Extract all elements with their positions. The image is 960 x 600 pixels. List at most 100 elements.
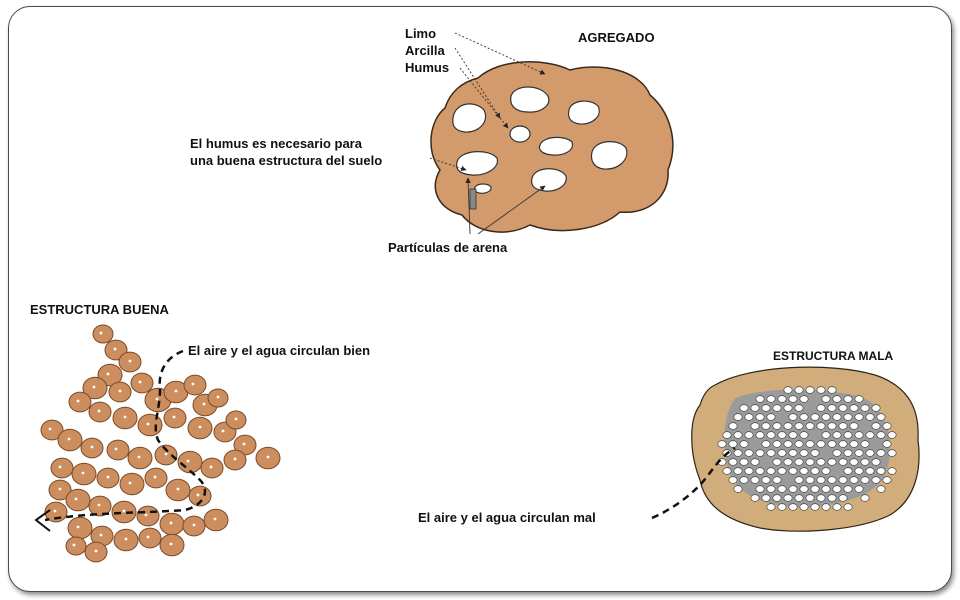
bad-soil-particle: [744, 413, 754, 421]
granule-speck: [198, 425, 202, 429]
granule-speck: [74, 497, 78, 501]
bad-soil-particle: [783, 404, 793, 412]
bad-soil-particle: [772, 476, 782, 484]
bad-soil-particle: [832, 503, 842, 511]
bad-soil-particle: [777, 449, 787, 457]
good-soil-granule: [40, 419, 64, 441]
granule-speck: [114, 447, 118, 451]
bad-soil-particle: [788, 395, 798, 403]
bad-soil-particle: [722, 431, 732, 439]
bad-soil-particle: [854, 485, 864, 493]
bad-soil-particle: [860, 404, 870, 412]
good-soil-granule: [177, 450, 203, 474]
aggregate-sand-particles: [452, 86, 628, 194]
bad-soil-particle: [854, 431, 864, 439]
bad-soil-particle: [755, 413, 765, 421]
granule-speck: [99, 331, 103, 335]
bad-soil-particle: [733, 467, 743, 475]
bad-soil-particle: [876, 413, 886, 421]
humus-marker: [469, 188, 477, 210]
good-soil-granule: [44, 501, 68, 523]
bad-soil-particle: [838, 476, 848, 484]
granule-speck: [153, 475, 157, 479]
bad-soil-particle: [755, 395, 765, 403]
bad-soil-particle: [744, 449, 754, 457]
bad-structure-particles: [717, 386, 897, 511]
bad-soil-particle: [799, 395, 809, 403]
bad-soil-particle: [766, 431, 776, 439]
bad-soil-particle: [838, 494, 848, 502]
granule-speck: [174, 389, 178, 393]
bad-soil-particle: [827, 476, 837, 484]
limo-label: Limo: [405, 26, 436, 41]
agregado-label: AGREGADO: [578, 30, 655, 45]
bad-soil-particle: [766, 413, 776, 421]
bad-soil-particle: [755, 431, 765, 439]
granule-speck: [234, 417, 238, 421]
bad-soil-particle: [860, 476, 870, 484]
bad-soil-particle: [805, 476, 815, 484]
bad-soil-particle: [849, 476, 859, 484]
bad-soil-particle: [761, 404, 771, 412]
bad-soil-particle: [876, 485, 886, 493]
bad-soil-particle: [755, 485, 765, 493]
bad-soil-particle: [733, 449, 743, 457]
bad-structure-group: [691, 366, 920, 532]
bad-soil-particle: [766, 395, 776, 403]
granule-speck: [196, 493, 200, 497]
bad-soil-particle: [849, 458, 859, 466]
bad-soil-particle: [843, 431, 853, 439]
good-soil-granule: [138, 527, 162, 549]
bad-soil-particle: [854, 449, 864, 457]
bad-soil-particle: [816, 404, 826, 412]
bad-soil-particle: [772, 422, 782, 430]
bad-soil-particle: [750, 476, 760, 484]
good-soil-granule: [57, 428, 83, 452]
good-soil-granule: [68, 391, 92, 413]
bad-soil-particle: [739, 440, 749, 448]
estructura-buena-label: ESTRUCTURA BUENA: [30, 302, 170, 317]
bad-soil-particle: [816, 494, 826, 502]
granule-speck: [90, 445, 94, 449]
bad-soil-particle: [832, 485, 842, 493]
good-soil-granule: [92, 324, 114, 344]
good-soil-granule: [183, 374, 207, 396]
bad-soil-particle: [783, 386, 793, 394]
bad-soil-particle: [816, 440, 826, 448]
bad-soil-particle: [821, 485, 831, 493]
granule-speck: [146, 422, 150, 426]
bad-soil-particle: [816, 458, 826, 466]
good-soil-granule: [203, 508, 229, 532]
granule-speck: [128, 481, 132, 485]
granule-speck: [137, 455, 141, 459]
bad-soil-particle: [733, 431, 743, 439]
bad-soil-particle: [882, 476, 892, 484]
bad-soil-particle: [827, 440, 837, 448]
bad-soil-particle: [728, 458, 738, 466]
bad-soil-particle: [838, 422, 848, 430]
bad-soil-particle: [838, 458, 848, 466]
bad-soil-particle: [739, 404, 749, 412]
granule-speck: [97, 409, 101, 413]
bad-soil-particle: [788, 503, 798, 511]
sand-pointers: [465, 177, 546, 235]
aire-bien-label: El aire y el agua circulan bien: [188, 343, 370, 358]
bad-soil-particle: [810, 485, 820, 493]
granule-speck: [128, 359, 132, 363]
bad-soil-particle: [799, 449, 809, 457]
bad-soil-particle: [821, 395, 831, 403]
aggregate-pointers: [429, 32, 546, 172]
bad-soil-particle: [766, 449, 776, 457]
bad-soil-particle: [871, 458, 881, 466]
granule-speck: [76, 525, 80, 529]
granule-speck: [53, 509, 57, 513]
bad-soil-particle: [821, 413, 831, 421]
granule-speck: [155, 397, 159, 401]
bad-soil-particle: [838, 404, 848, 412]
bad-soil-particle: [744, 431, 754, 439]
good-soil-granule: [104, 339, 128, 361]
bad-soil-particle: [865, 467, 875, 475]
bad-soil-particle: [860, 494, 870, 502]
bad-soil-particle: [761, 422, 771, 430]
bad-soil-particle: [766, 485, 776, 493]
